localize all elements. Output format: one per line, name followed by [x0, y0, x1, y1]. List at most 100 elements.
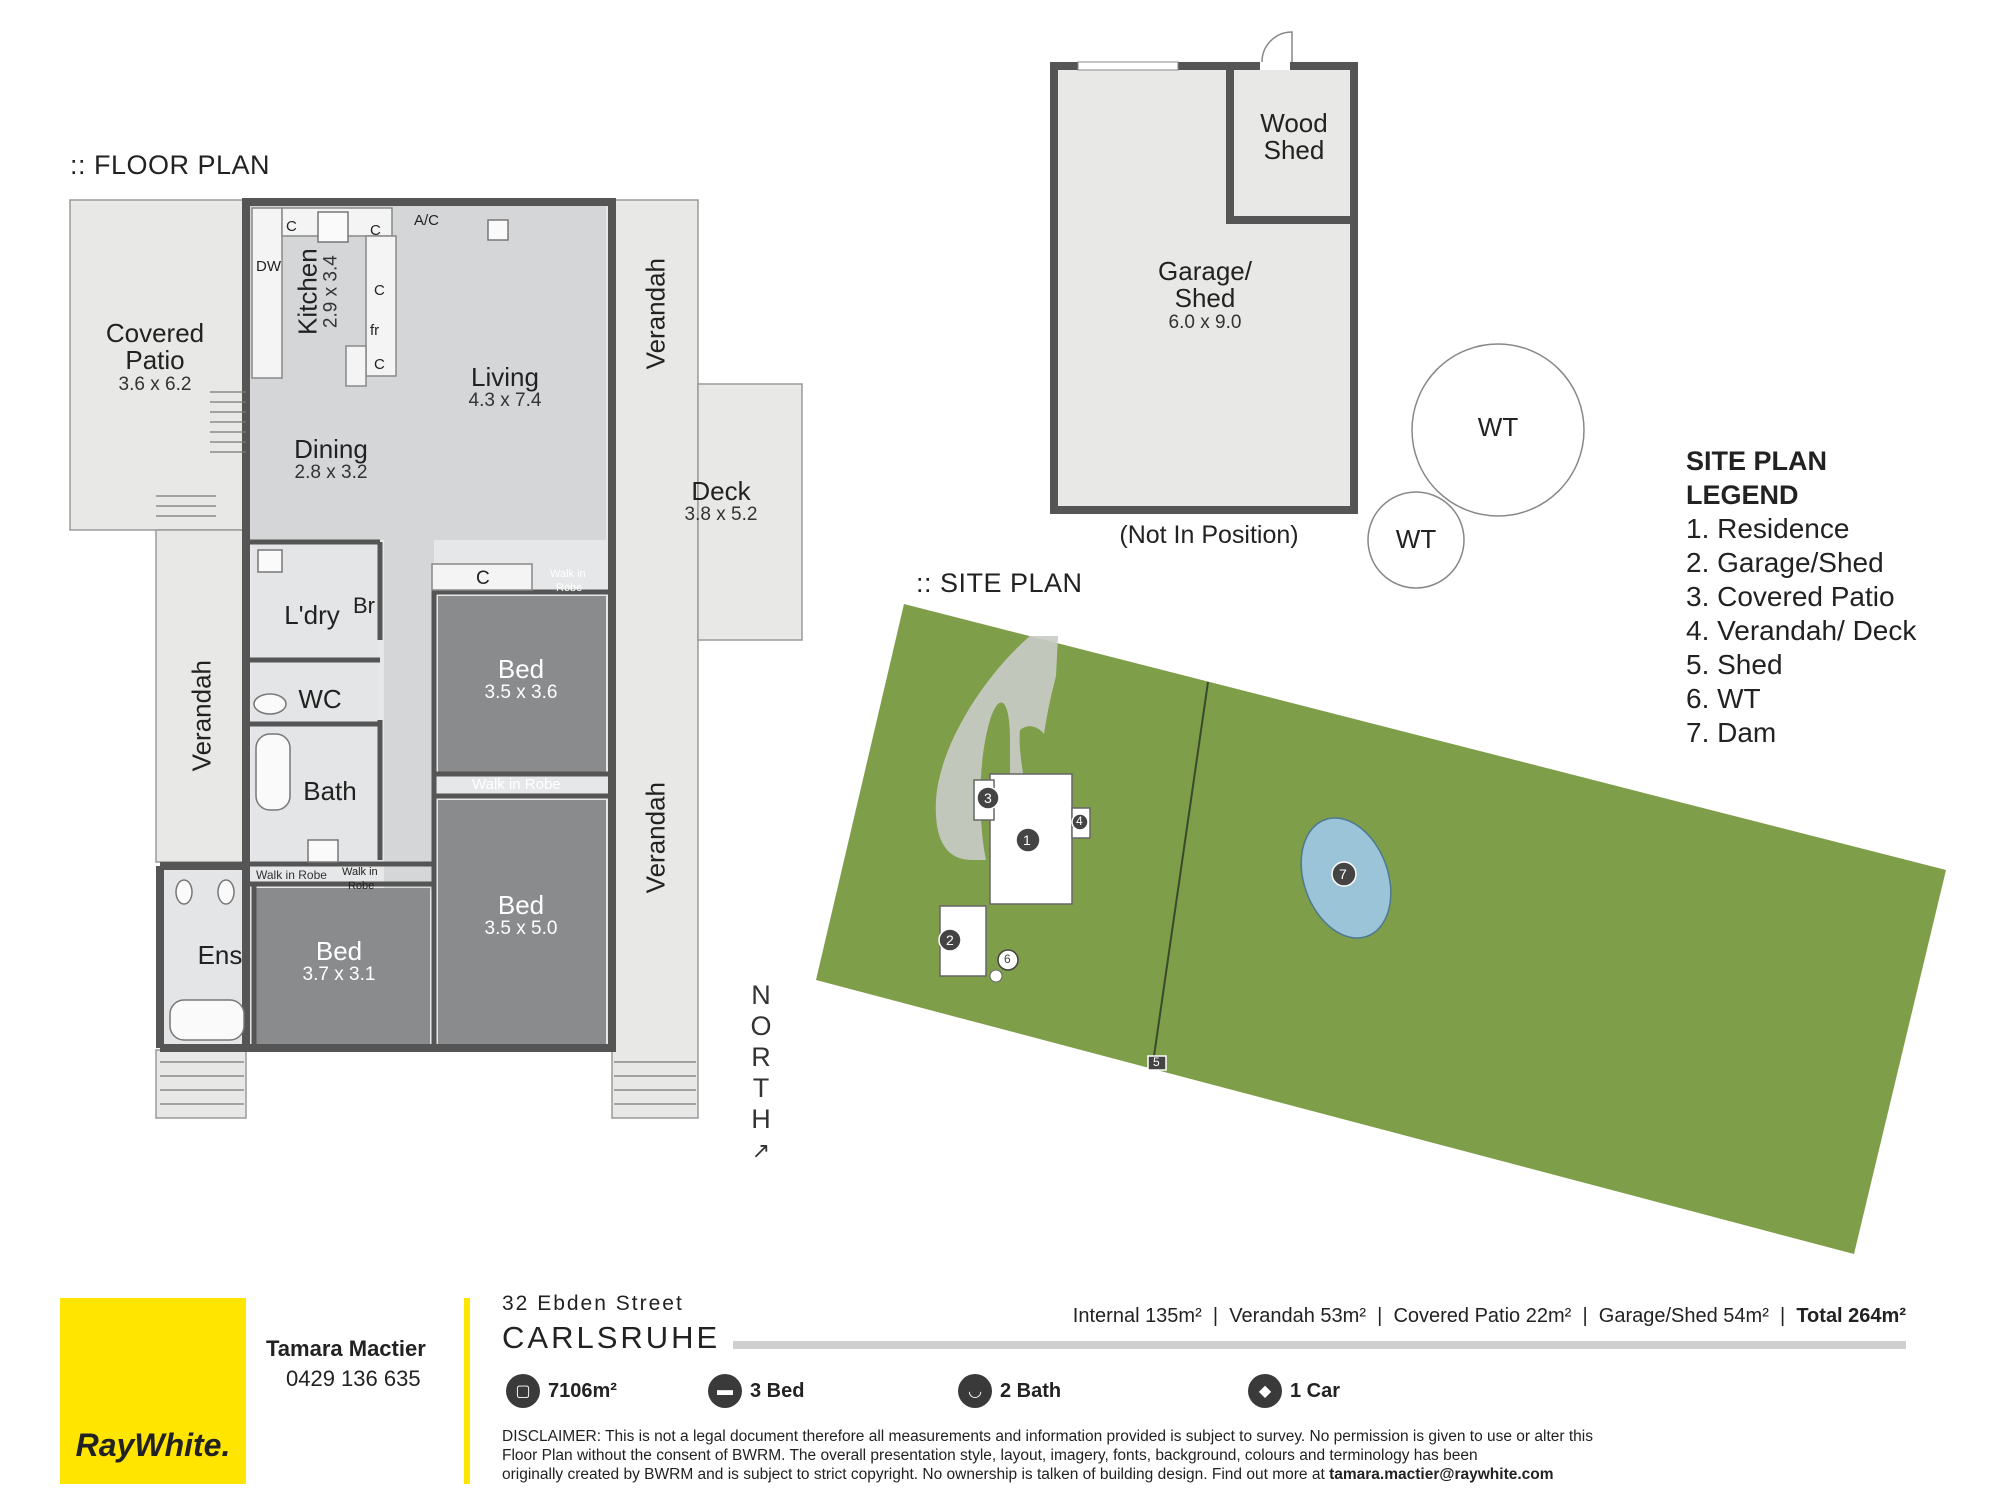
marker-4	[1071, 813, 1089, 831]
site-plan-drawing	[816, 604, 1946, 1254]
north-letter: O	[750, 1011, 772, 1041]
footer-rule	[733, 1341, 1906, 1349]
room-name: Living	[471, 362, 539, 392]
disclaimer-line: originally created by BWRM and is subjec…	[502, 1465, 1842, 1484]
feature-land: ▢ 7106m²	[506, 1374, 617, 1408]
room-bed-2: Bed 3.5 x 5.0	[460, 891, 582, 940]
room-name: Ens	[197, 940, 243, 970]
disclaimer: DISCLAIMER: This is not a legal document…	[502, 1427, 1842, 1484]
feature-car: ◆ 1 Car	[1248, 1374, 1340, 1408]
room-bath: Bath	[290, 777, 370, 805]
room-name-line2: Shed	[1174, 283, 1236, 314]
site-marker-4: 4	[1076, 814, 1083, 828]
site-marker-5: 5	[1153, 1055, 1160, 1069]
label-ac: A/C	[414, 212, 440, 229]
north-letter: R	[751, 1042, 771, 1072]
legend-item: 6. WT	[1686, 683, 1761, 714]
room-name: Wood	[1260, 108, 1328, 138]
deck-area	[697, 383, 803, 641]
disclaimer-line: DISCLAIMER: This is not a legal document…	[502, 1428, 1593, 1445]
divider-bar	[464, 1298, 470, 1484]
north-letter: T	[752, 1073, 770, 1103]
label-wt-large: WT	[1468, 413, 1528, 441]
north-letter: H	[751, 1104, 771, 1134]
legend-item: 4. Verandah/ Deck	[1686, 615, 1917, 646]
site-plan-legend: SITE PLAN LEGEND 1. Residence 2. Garage/…	[1686, 444, 1916, 750]
marker-2	[938, 928, 962, 952]
label-cupboard: C	[286, 218, 297, 235]
verandah-left-area	[155, 529, 247, 863]
marker-6	[997, 949, 1019, 971]
steps-bottom-left	[155, 1049, 247, 1119]
garage-drawing	[1050, 31, 1585, 589]
room-wood-shed: Wood Shed	[1244, 108, 1344, 165]
room-name: WC	[298, 684, 342, 714]
room-name: Garage/	[1158, 256, 1252, 286]
garage-note: (Not In Position)	[1094, 521, 1324, 549]
room-name: Br	[353, 593, 375, 618]
agent-email-link[interactable]: tamara.mactier@raywhite.com	[1329, 1466, 1554, 1483]
feature-bath: ◡ 2 Bath	[958, 1374, 1061, 1408]
feature-value: 7106m²	[548, 1379, 617, 1402]
site-plan-title: :: SITE PLAN	[916, 568, 1083, 598]
separator: |	[1780, 1305, 1786, 1327]
feature-value: 2 Bath	[1000, 1379, 1062, 1402]
area-covered-patio: Covered Patio 22m²	[1393, 1305, 1572, 1327]
legend-title-line2: LEGEND	[1686, 480, 1799, 510]
disclaimer-line: Floor Plan without the consent of BWRM. …	[502, 1447, 1478, 1464]
room-name-line2: Patio	[125, 345, 185, 376]
north-letter: N	[751, 980, 771, 1010]
legend-item: 2. Garage/Shed	[1686, 547, 1884, 578]
bath-icon: ◡	[958, 1374, 992, 1408]
room-name: L'dry	[284, 600, 340, 630]
car-icon: ◆	[1248, 1374, 1282, 1408]
room-name: Covered	[105, 318, 205, 348]
water-tank-large	[1411, 343, 1585, 517]
label-walk-in-robe: Walk in Robe	[472, 776, 561, 793]
label-fridge: fr	[370, 322, 380, 339]
room-dims: 3.5 x 3.6	[484, 682, 558, 704]
room-dining: Dining 2.8 x 3.2	[266, 435, 396, 484]
room-laundry: L'dry	[276, 600, 348, 630]
legend-item: 7. Dam	[1686, 717, 1777, 748]
marker-5	[1147, 1055, 1167, 1071]
note-text: (Not In Position)	[1119, 521, 1299, 549]
room-dims: 3.8 x 5.2	[684, 504, 758, 526]
wt-text: WT	[1395, 524, 1437, 554]
room-dims: 4.3 x 7.4	[468, 390, 542, 412]
disclaimer-text: originally created by BWRM and is subjec…	[502, 1466, 1325, 1483]
room-dims: 2.8 x 3.2	[294, 462, 368, 484]
room-garage-shed: Garage/ Shed 6.0 x 9.0	[1140, 256, 1270, 333]
feature-bed: ▬ 3 Bed	[708, 1374, 804, 1408]
room-dims: 6.0 x 9.0	[1168, 311, 1242, 333]
bed-1-floor	[438, 596, 606, 772]
room-deck: Deck 3.8 x 5.2	[656, 477, 786, 526]
brand-text: RayWhite.	[75, 1427, 231, 1463]
label-robe: Robe	[556, 582, 583, 594]
label-cupboard: C	[374, 356, 385, 373]
area-total: Total 264m²	[1796, 1305, 1906, 1327]
floor-plan-title: :: FLOOR PLAN	[70, 150, 271, 180]
label-robe: Robe	[348, 880, 375, 892]
site-marker-3: 3	[984, 790, 992, 806]
label-cupboard: C	[476, 568, 490, 589]
site-marker-7: 7	[1339, 866, 1347, 882]
label-cupboard: C	[374, 282, 385, 299]
legend-title: SITE PLAN	[1686, 446, 1828, 476]
room-dims: 3.5 x 5.0	[484, 918, 558, 940]
label-walk-in: Walk in	[342, 866, 378, 878]
north-indicator: N O R T H ↗	[748, 980, 774, 1166]
floor-plan-drawing	[69, 198, 803, 1119]
site-marker-1: 1	[1023, 832, 1031, 848]
label-dw: DW	[256, 258, 281, 275]
raywhite-logo: RayWhite.	[60, 1298, 246, 1484]
separator: |	[1212, 1305, 1219, 1327]
land-size-icon: ▢	[506, 1374, 540, 1408]
bed-3-floor	[254, 888, 430, 1046]
marker-3	[976, 786, 1000, 810]
label-walk-in: Walk in	[550, 568, 586, 580]
site-marker-6: 6	[1004, 952, 1011, 966]
room-living: Living 4.3 x 7.4	[440, 362, 570, 412]
bed-icon: ▬	[708, 1374, 742, 1408]
room-name: Bed	[315, 936, 363, 966]
